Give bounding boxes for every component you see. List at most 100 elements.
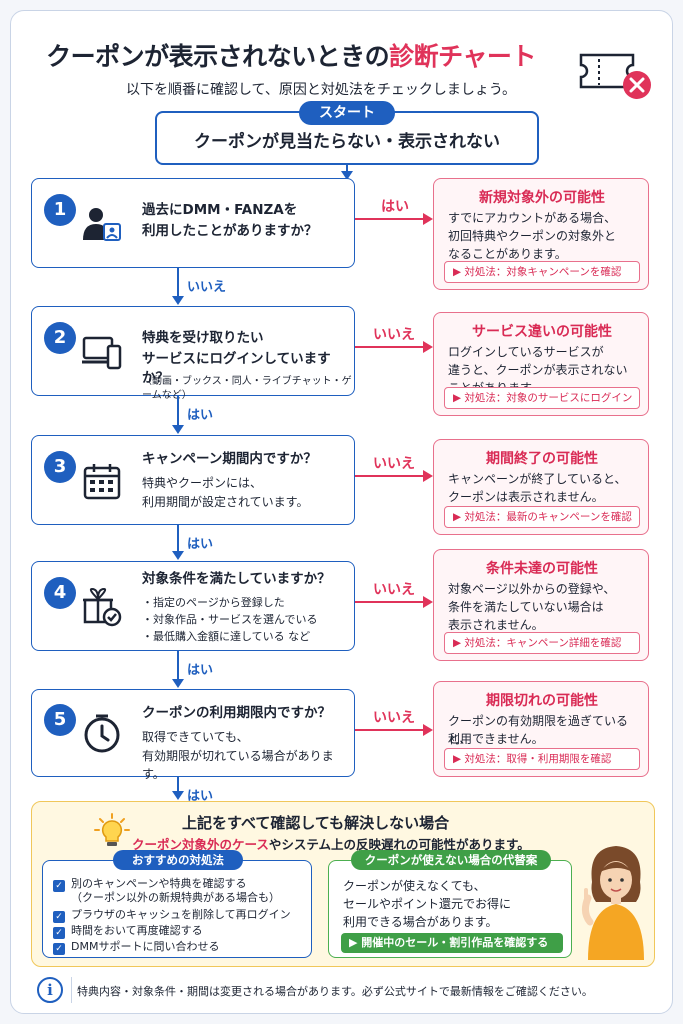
result-text-line: 違うと、クーポンが表示されない (448, 363, 628, 377)
down-label: いいえ (187, 280, 227, 295)
result-action-button[interactable]: ▶ 対処法：対象キャンペーンを確認 (444, 261, 640, 283)
down-label: はい (187, 537, 214, 552)
checklist-text: 時間をおいて再度確認する (71, 924, 203, 937)
checklist-text: 別のキャンペーンや特典を確認する (71, 877, 247, 890)
down-label: はい (187, 663, 214, 678)
checklist-item: ✓ 時間をおいて再度確認する (53, 924, 303, 939)
down-arrow (172, 425, 184, 434)
checkbox-icon: ✓ (53, 880, 65, 892)
question-detail-line: 特典やクーポンには、 (142, 476, 263, 490)
step-4-icon (82, 587, 122, 627)
result-title: サービス違いの可能性 (472, 324, 612, 340)
checkbox-icon: ✓ (53, 911, 65, 923)
checklist-item: ✓ 別のキャンペーンや特典を確認する (53, 877, 303, 892)
footer-divider (71, 977, 72, 1003)
result-title: 期間終了の可能性 (486, 451, 598, 467)
branch-arrow (423, 341, 433, 353)
question-detail-line: ・指定のページから登録した (142, 596, 285, 609)
checkbox-icon: ✓ (53, 927, 65, 939)
result-text-line: クーポンの有効期限を過ぎていると、 (448, 714, 629, 746)
branch-connector (355, 729, 425, 731)
bottom-subtitle-highlight: クーポン対象外のケース (132, 837, 269, 852)
branch-connector (355, 218, 425, 220)
question-title-line: 特典を受け取りたい (142, 330, 264, 346)
result-text-line: すでにアカウントがある場合、 (448, 211, 617, 225)
start-arrow (341, 171, 353, 180)
page-title: クーポンが表示されないときの診断チャート (11, 37, 571, 73)
question-title-line: キャンペーン期間内ですか？ (142, 451, 317, 467)
step-number: 3 (44, 451, 76, 483)
alternative-text-line: セールやポイント還元でお得に (343, 897, 512, 911)
question-title-line: サービスにログインしていますか？ (142, 351, 331, 386)
step-number: 5 (44, 704, 76, 736)
down-connector (177, 525, 179, 553)
result-box-3: 期間終了の可能性キャンペーンが終了していると、クーポンは表示されません。▶ 対処… (433, 439, 649, 535)
alternative-text-line: 利用できる場合があります。 (343, 915, 498, 929)
result-action-button[interactable]: ▶ 対処法：キャンペーン詳細を確認 (444, 632, 640, 654)
bottom-subtitle-rest: やシステム上の反映遅れの可能性があります。 (268, 837, 530, 852)
result-title: 期限切れの可能性 (486, 693, 598, 709)
branch-connector (355, 346, 425, 348)
result-title: 新規対象外の可能性 (479, 190, 605, 206)
down-label: はい (187, 408, 214, 423)
result-text-line: なることがあります。 (448, 247, 567, 261)
bottom-title: 上記をすべて確認しても解決しない場合 (182, 814, 450, 832)
step-number: 4 (44, 577, 76, 609)
result-text-line: キャンペーンが終了していると、 (448, 472, 627, 486)
lightbulb-icon (94, 813, 130, 846)
branch-arrow (423, 724, 433, 736)
question-detail-line: 有効期限が切れている場合があります。 (142, 749, 334, 781)
down-label: はい (187, 789, 214, 804)
woman-illustration-icon (581, 846, 644, 960)
question-detail-line: ・最低購入金額に達している など (142, 630, 311, 643)
result-box-2: サービス違いの可能性ログインしているサービスが違うと、クーポンが表示されないこと… (433, 312, 649, 416)
question-detail-line: 利用期間が設定されています。 (142, 495, 309, 509)
footer-note: i 特典内容・対象条件・期間は変更される場合があります。必ず公式サイトで最新情報… (31, 975, 655, 1005)
question-box-4: 4 対象条件を満たしていますか？ ・指定のページから登録した・対象作品・サービスを選… (31, 561, 355, 651)
branch-arrow (423, 596, 433, 608)
checklist-note: （クーポン以外の新規特典がある場合も） (71, 891, 280, 904)
branch-label: はい (381, 199, 409, 215)
start-badge: スタート (299, 101, 395, 125)
down-connector (177, 777, 179, 793)
final-advice-box: 上記をすべて確認しても解決しない場合 クーポン対象外のケースやシステム上の反映遅… (31, 801, 655, 967)
result-action-button[interactable]: ▶ 対処法：最新のキャンペーンを確認 (444, 506, 640, 528)
result-box-1: 新規対象外の可能性すでにアカウントがある場合、初回特典やクーポンの対象外となるこ… (433, 178, 649, 290)
step-1-icon (82, 204, 122, 244)
question-title-line: 利用したことがありますか？ (142, 223, 318, 239)
result-text-line: 表示されません。 (448, 618, 544, 632)
step-number: 1 (44, 194, 76, 226)
result-text-line: 初回特典やクーポンの対象外と (448, 229, 617, 243)
alternative-text-line: クーポンが使えなくても、 (343, 879, 486, 893)
bottom-subtitle: クーポン対象外のケースやシステム上の反映遅れの可能性があります。 (132, 834, 530, 853)
step-3-icon (82, 461, 122, 501)
checklist-text: DMMサポートに問い合わせる (71, 940, 220, 953)
recommended-actions-panel: おすすめの対処法 ✓別のキャンペーンや特典を確認する （クーポン以外の新規特典が… (42, 850, 312, 958)
down-arrow (172, 551, 184, 560)
diagnosis-chart: クーポンが表示されないときの診断チャート 以下を順番に確認して、原因と対処法をチ… (10, 10, 673, 1014)
question-detail-line: 取得できていても、 (142, 730, 249, 744)
question-title-line: 過去にDMM・FANZAを (142, 202, 298, 218)
result-action-button[interactable]: ▶ 対処法：取得・利用期限を確認 (444, 748, 640, 770)
question-title-line: 対象条件を満たしていますか？ (142, 571, 331, 587)
step-number: 2 (44, 322, 76, 354)
branch-label: いいえ (373, 582, 415, 598)
step-5-icon (82, 714, 122, 754)
footer-text: 特典内容・対象条件・期間は変更される場合があります。必ず公式サイトで最新情報をご… (77, 985, 593, 998)
result-text-line: ログインしているサービスが (448, 345, 604, 359)
step-2-icon (82, 332, 122, 372)
alternative-panel: クーポンが使えない場合の代替案 クーポンが使えなくても、 セールやポイント還元で… (328, 850, 572, 958)
result-text-line: 条件を満たしていない場合は (448, 600, 604, 614)
down-arrow (172, 791, 184, 800)
start-connector (346, 165, 348, 173)
branch-connector (355, 601, 425, 603)
result-box-4: 条件未達の可能性対象ページ以外からの登録や、条件を満たしていない場合は表示されま… (433, 549, 649, 661)
result-action-button[interactable]: ▶ 対処法：対象のサービスにログイン (444, 387, 640, 409)
down-connector (177, 268, 179, 298)
checklist-item: ✓DMMサポートに問い合わせる (53, 940, 303, 955)
question-detail-line: ・対象作品・サービスを選んでいる (142, 613, 318, 626)
sale-check-button[interactable]: ▶ 開催中のセール・割引作品を確認する (341, 933, 563, 953)
ticket-error-icon (579, 53, 651, 99)
down-arrow (172, 296, 184, 305)
